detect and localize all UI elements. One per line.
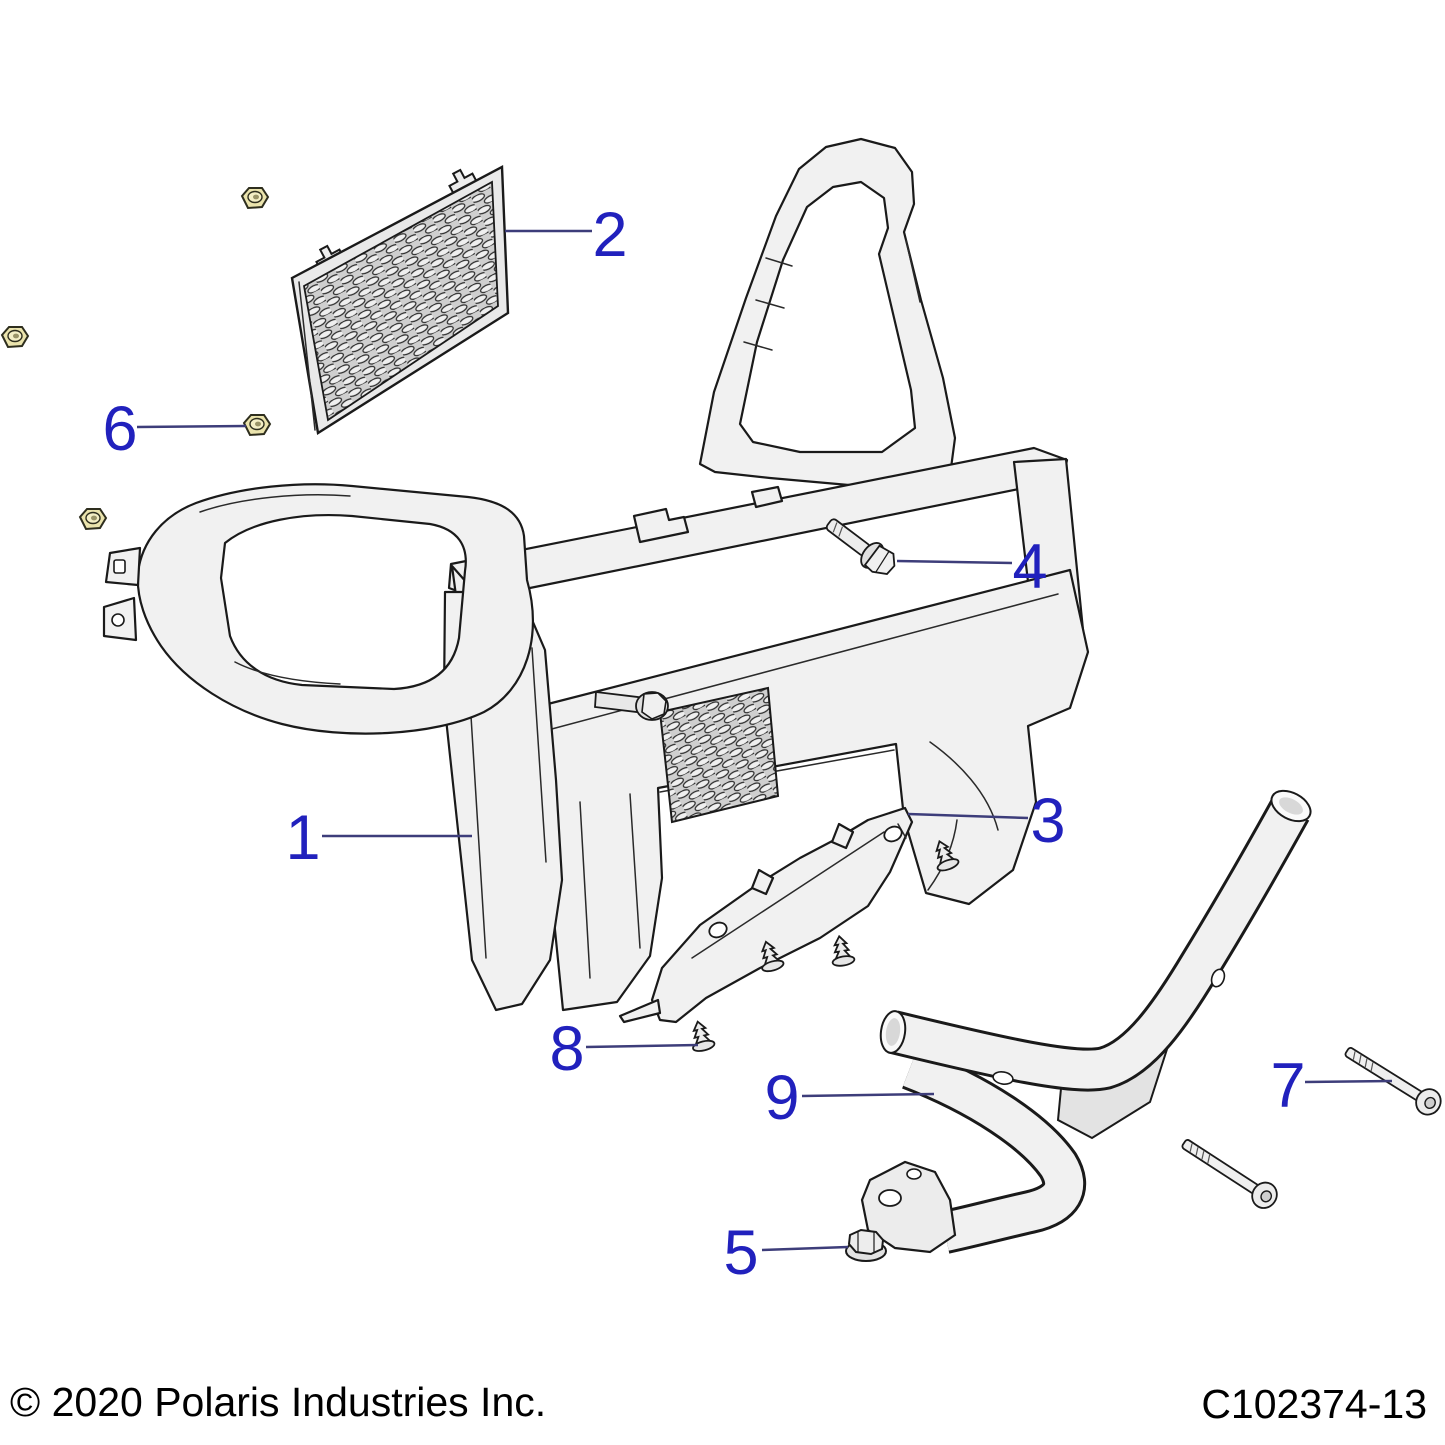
leader-line-5 [761,1245,849,1252]
leader-line-7 [1304,1079,1393,1084]
drawing-number: C102374-13 [1201,1381,1427,1427]
long-bolts [1176,1039,1445,1214]
callout-4: 4 [1012,532,1047,602]
mesh-grille-screen [290,165,510,435]
callout-2: 2 [592,200,627,270]
callout-5: 5 [723,1218,758,1288]
callout-6: 6 [102,394,137,464]
leader-lines [136,229,1393,1252]
callout-7: 7 [1270,1051,1305,1121]
leader-line-9 [801,1092,935,1098]
installed-bolt-icon [594,690,669,721]
leader-line-3 [907,812,1029,820]
callout-3: 3 [1030,786,1065,856]
callout-9: 9 [764,1063,799,1133]
flange-bolt [825,518,896,575]
leader-line-6 [136,424,247,429]
leader-line-8 [585,1043,699,1049]
front-bumper-fascia [102,137,1090,1012]
callout-8: 8 [549,1014,584,1084]
callout-1: 1 [285,803,320,873]
copyright-text: © 2020 Polaris Industries Inc. [10,1379,547,1425]
lower-skid-plate [618,806,914,1024]
hex-nuts [1,187,271,530]
tubular-bumper [860,789,1312,1254]
flange-nut [845,1228,887,1262]
leader-line-4 [896,559,1013,565]
callout-numbers: 1 2 3 4 5 6 7 8 9 [102,200,1305,1288]
